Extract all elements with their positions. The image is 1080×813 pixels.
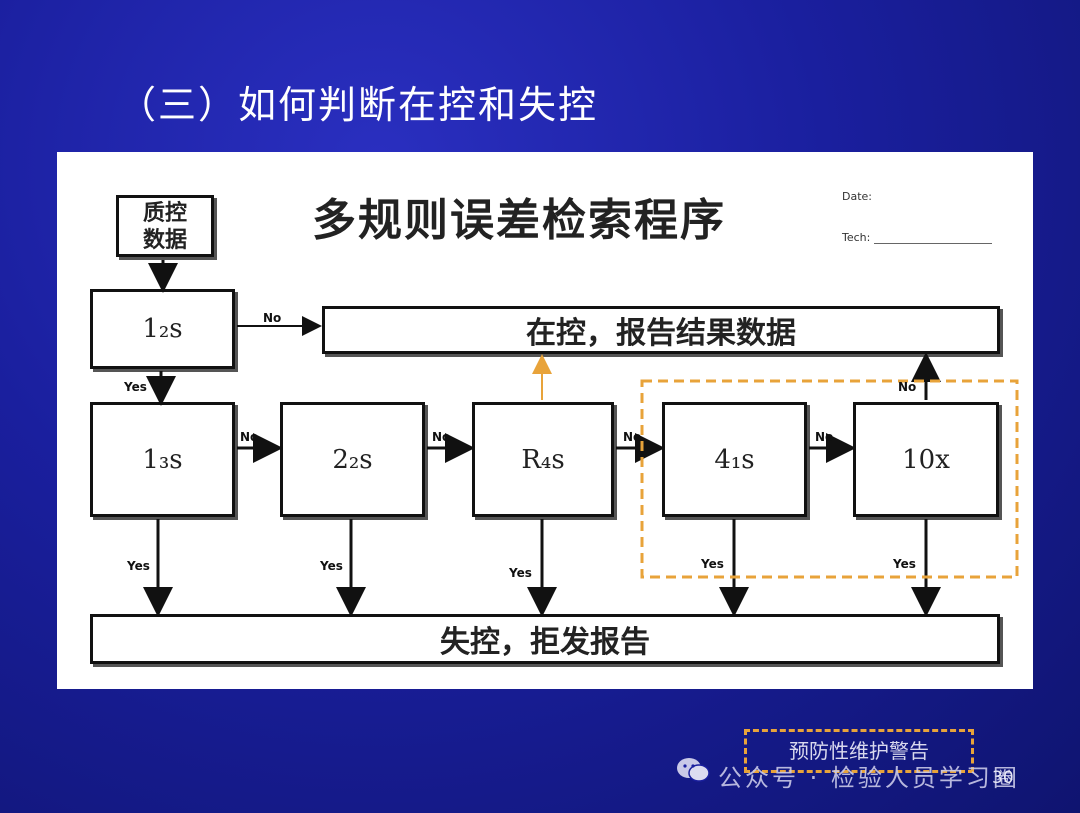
tech-field: Tech: bbox=[842, 231, 993, 244]
label-no-r-4s: No bbox=[623, 430, 642, 444]
tech-label: Tech: bbox=[842, 231, 871, 244]
rule-box-10x: 10x bbox=[853, 402, 999, 517]
rule-label-1-2s: 1₂s bbox=[142, 314, 183, 344]
in-control-box: 在控，报告结果数据 bbox=[322, 306, 1000, 354]
date-field: Date: bbox=[842, 190, 872, 203]
qc-data-box: 质控 数据 bbox=[116, 195, 214, 257]
rule-box-4-1s: 4₁s bbox=[662, 402, 807, 517]
qc-data-line1: 质控 bbox=[142, 201, 187, 226]
rule-box-2-2s: 2₂s bbox=[280, 402, 425, 517]
label-yes-4-1s: Yes bbox=[701, 557, 724, 571]
diagram-title: 多规则误差检索程序 bbox=[312, 195, 726, 246]
label-yes-r-4s: Yes bbox=[509, 566, 532, 580]
watermark-text: 公众号 · 检验人员学习圈 bbox=[718, 764, 1020, 792]
out-of-control-box: 失控，拒发报告 bbox=[90, 614, 1000, 664]
tech-line bbox=[874, 243, 993, 244]
label-no-2-2s: No bbox=[432, 430, 451, 444]
legend-warning-text: 预防性维护警告 bbox=[789, 739, 929, 763]
label-yes-2-2s: Yes bbox=[320, 559, 343, 573]
in-control-label: 在控，报告结果数据 bbox=[526, 316, 796, 351]
qc-data-line2: 数据 bbox=[142, 228, 187, 253]
label-yes-1-2s: Yes bbox=[124, 380, 147, 394]
wechat-icon bbox=[677, 758, 710, 782]
label-yes-10x: Yes bbox=[893, 557, 916, 571]
label-no-1-3s: No bbox=[240, 430, 259, 444]
rule-label-r-4s: R₄s bbox=[521, 444, 565, 475]
label-yes-1-3s: Yes bbox=[127, 559, 150, 573]
rule-label-4-1s: 4₁s bbox=[714, 444, 755, 475]
out-of-control-label: 失控，拒发报告 bbox=[440, 625, 650, 660]
slide-title: （三）如何判断在控和失控 bbox=[118, 83, 599, 127]
rule-label-2-2s: 2₂s bbox=[332, 444, 373, 475]
warning-highlight-box bbox=[640, 379, 1019, 579]
label-no-4-1s: No bbox=[815, 430, 834, 444]
date-label: Date: bbox=[842, 190, 872, 203]
label-no-1-2s: No bbox=[263, 311, 282, 325]
rule-label-1-3s: 1₃s bbox=[142, 444, 183, 475]
page-number: 30 bbox=[992, 768, 1014, 788]
rule-label-10x: 10x bbox=[902, 444, 950, 475]
label-no-10x: No bbox=[898, 380, 917, 394]
rule-box-r-4s: R₄s bbox=[472, 402, 614, 517]
legend-warning-box: 预防性维护警告 bbox=[744, 729, 974, 773]
